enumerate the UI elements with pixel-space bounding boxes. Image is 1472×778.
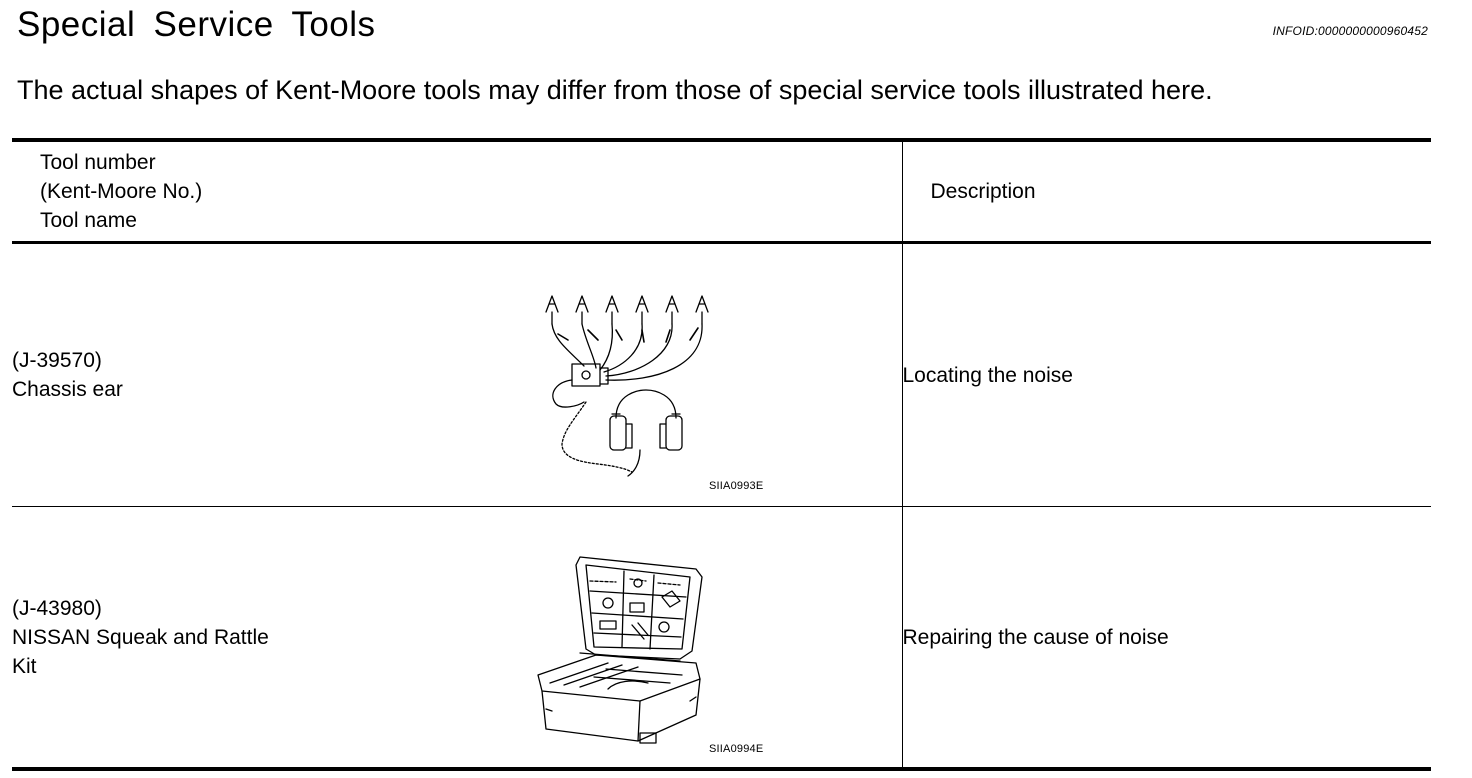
chassis-ear-illustration-icon: [545, 295, 709, 477]
tool-cell: (J-39570) Chassis ear: [12, 242, 902, 507]
notice-text: The actual shapes of Kent-Moore tools ma…: [17, 75, 1213, 105]
table-row: (J-39570) Chassis ear: [12, 242, 1431, 507]
header-kent-moore-no: (Kent-Moore No.): [40, 180, 203, 203]
tool-name-continued: Kit: [12, 654, 37, 678]
tool-name: Chassis ear: [12, 378, 123, 401]
header-tool-name: Tool name: [40, 209, 137, 232]
special-service-tools-table: Tool number (Kent-Moore No.) Tool name D…: [12, 138, 1431, 771]
figure-code: SIIA0993E: [709, 480, 764, 492]
tool-number: (J-39570): [12, 349, 102, 372]
table-row: (J-43980) NISSAN Squeak and Rattle Kit: [12, 506, 1431, 770]
tool-cell: (J-43980) NISSAN Squeak and Rattle Kit: [12, 507, 902, 770]
info-id: INFOID:0000000000960452: [1272, 24, 1428, 38]
header-tool-number: Tool number: [40, 151, 156, 174]
description-cell: Repairing the cause of noise: [901, 506, 1431, 769]
figure-code: SIIA0994E: [709, 743, 764, 755]
table-header-row: Tool number (Kent-Moore No.) Tool name D…: [12, 140, 1431, 244]
squeak-rattle-kit-illustration-icon: [537, 556, 703, 744]
page-title: Special Service Tools: [17, 5, 376, 44]
header-description: Description: [901, 140, 1431, 244]
description-cell: Locating the noise: [901, 242, 1431, 507]
header-tool-cell: Tool number (Kent-Moore No.) Tool name: [12, 140, 902, 244]
tool-name: NISSAN Squeak and Rattle: [12, 625, 269, 649]
tool-number: (J-43980): [12, 596, 102, 620]
